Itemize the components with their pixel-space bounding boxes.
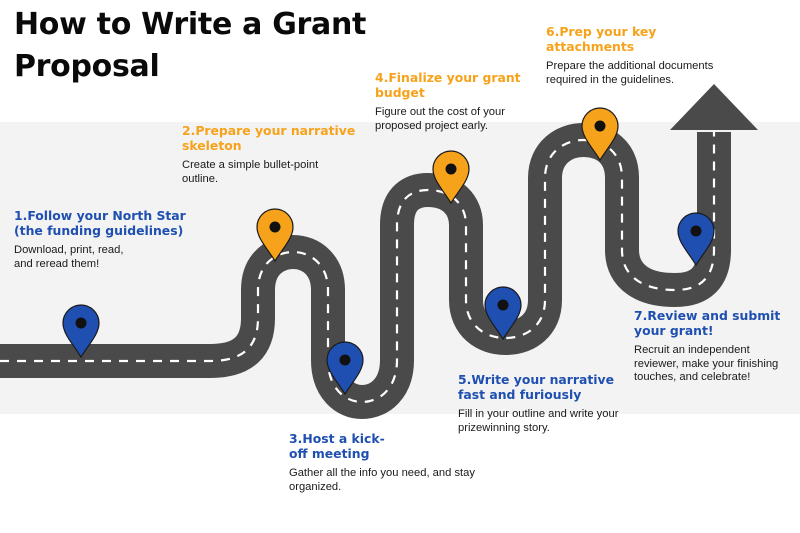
step-6-description: Prepare the additional documents require… bbox=[546, 60, 714, 86]
step-4-heading: 4.Finalize your grant budget bbox=[375, 70, 521, 100]
step-5-description: Fill in your outline and write your priz… bbox=[458, 408, 619, 434]
step-1-description: Download, print, read, and reread them! bbox=[14, 244, 124, 270]
finish-arrow-icon bbox=[670, 84, 758, 130]
step-7: 7.Review and submit your grant! Recruit … bbox=[634, 308, 796, 385]
step-1-heading: 1.Follow your North Star (the funding gu… bbox=[14, 208, 186, 238]
step-5-heading: 5.Write your narrative fast and furiousl… bbox=[458, 372, 615, 402]
lane-markings bbox=[0, 132, 716, 404]
step-6-pin-icon bbox=[581, 107, 619, 161]
step-3-description: Gather all the info you need, and stay o… bbox=[289, 467, 475, 493]
step-3-heading: 3.Host a kick-off meeting bbox=[289, 431, 385, 461]
step-1: 1.Follow your North Star (the funding gu… bbox=[14, 208, 194, 271]
step-4-pin-icon bbox=[432, 150, 470, 204]
page-title: How to Write a Grant Proposal bbox=[14, 7, 367, 84]
step-7-pin-icon bbox=[677, 212, 715, 266]
step-4-description: Figure out the cost of your proposed pro… bbox=[375, 106, 505, 132]
step-4: 4.Finalize your grant budget Figure out … bbox=[375, 70, 535, 133]
step-2-description: Create a simple bullet-point outline. bbox=[182, 159, 319, 185]
step-5-pin-icon bbox=[484, 286, 522, 340]
step-2-heading: 2.Prepare your narrative skeleton bbox=[182, 123, 356, 153]
step-7-heading: 7.Review and submit your grant! bbox=[634, 308, 781, 338]
step-6: 6.Prep your key attachments Prepare the … bbox=[546, 24, 746, 87]
step-3: 3.Host a kick-off meeting Gather all the… bbox=[289, 431, 479, 494]
step-7-description: Recruit an independent reviewer, make yo… bbox=[634, 344, 779, 383]
step-5: 5.Write your narrative fast and furiousl… bbox=[458, 372, 648, 435]
step-1-pin-icon bbox=[62, 304, 100, 358]
step-2: 2.Prepare your narrative skeleton Create… bbox=[182, 123, 372, 186]
step-3-pin-icon bbox=[326, 341, 364, 395]
step-2-pin-icon bbox=[256, 208, 294, 262]
step-6-heading: 6.Prep your key attachments bbox=[546, 24, 657, 54]
